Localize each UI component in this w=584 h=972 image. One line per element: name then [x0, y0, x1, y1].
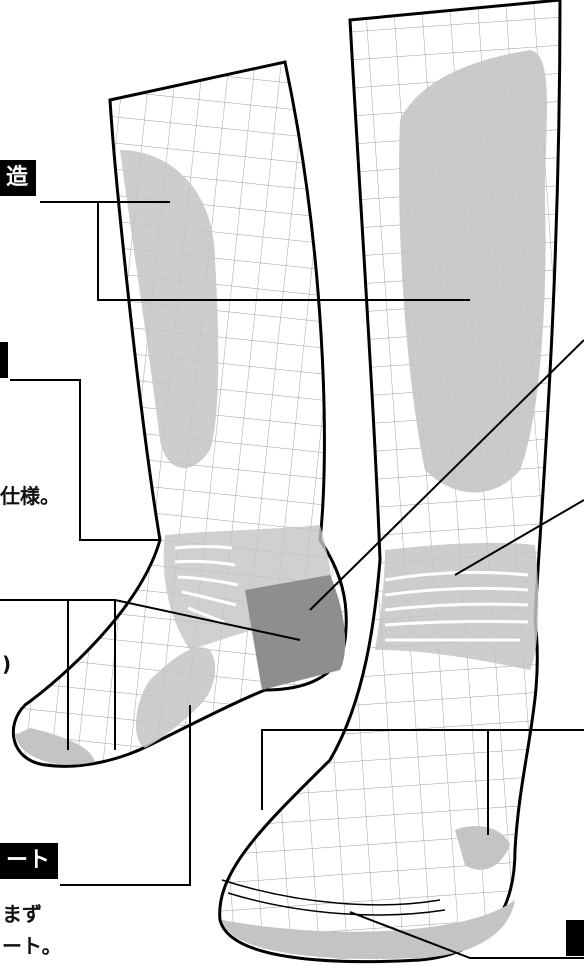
leader-ankle [0, 599, 301, 750]
right-heel-shade [455, 825, 510, 870]
leader-right-foot [261, 729, 584, 835]
left-ankle-stripes [174, 545, 239, 624]
leader-right-band [454, 499, 584, 576]
leader-mid [10, 379, 160, 541]
label-structure: 造 [0, 160, 37, 196]
right-sole-shade [222, 900, 515, 960]
label-arch: ート [0, 843, 59, 879]
label-toe [566, 920, 584, 956]
leader-right-heel [309, 339, 584, 611]
left-heel-shade [245, 575, 346, 690]
left-calf-shade [120, 150, 219, 469]
desc-line-2: ート。 [2, 934, 62, 958]
desc-line-1: まず [2, 902, 42, 926]
paren-text: ) [2, 652, 12, 676]
right-toe-seam [221, 879, 446, 916]
leader-top [40, 201, 470, 301]
leader-right-toe [349, 911, 584, 959]
leader-lines [0, 201, 584, 959]
leader-arch [60, 705, 191, 886]
spec-text: 仕様。 [0, 484, 60, 508]
left-toe-shade [15, 728, 95, 765]
right-sock [218, 0, 562, 964]
right-shin-shade [399, 50, 547, 493]
right-ankle-stripes [384, 570, 529, 642]
left-sock [11, 60, 348, 768]
label-mid [0, 342, 8, 378]
left-arch-shade [135, 647, 216, 748]
